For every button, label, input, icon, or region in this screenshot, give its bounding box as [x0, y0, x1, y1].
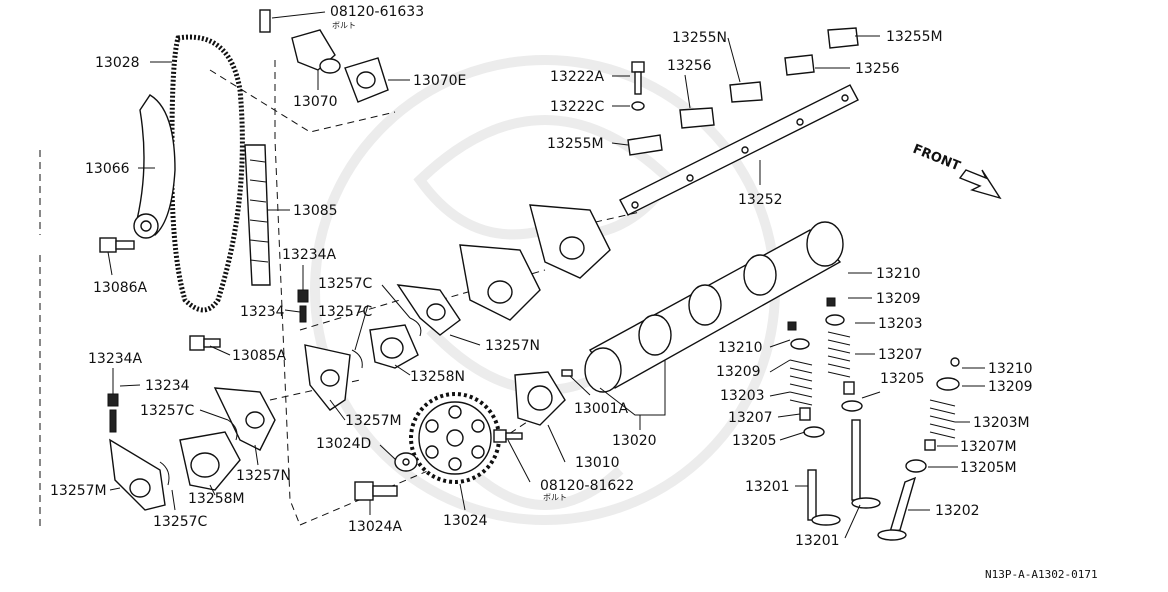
label-13024: 13024 — [443, 513, 488, 529]
label-08120-81622-sub: ボルト — [543, 493, 567, 502]
front-direction-arrow: FRONT — [911, 142, 1002, 200]
label-13258N: 13258N — [410, 369, 465, 385]
front-label: FRONT — [911, 142, 963, 175]
label-13252: 13252 — [738, 192, 783, 208]
adjuster-13234A-2 — [107, 393, 119, 433]
label-13256-2: 13256 — [855, 61, 900, 77]
label-13205M: 13205M — [960, 460, 1017, 476]
label-08120-81622: 08120-81622 — [540, 478, 634, 494]
label-13203-2: 13203 — [720, 388, 765, 404]
label-13258M: 13258M — [188, 491, 245, 507]
tensioner-13070 — [259, 9, 341, 74]
label-13201-1: 13201 — [745, 479, 790, 495]
label-13209-3: 13209 — [988, 379, 1033, 395]
bolt-08120-81622 — [493, 429, 523, 443]
label-13001A: 13001A — [574, 401, 629, 417]
label-13024A: 13024A — [348, 519, 403, 535]
label-13203M: 13203M — [973, 415, 1030, 431]
label-13257N-1: 13257N — [485, 338, 540, 354]
label-13086A: 13086A — [93, 280, 148, 296]
rocker-arm-13257M-2 — [304, 344, 351, 411]
rocker-arm-stack-upper — [459, 204, 611, 321]
label-13202: 13202 — [935, 503, 980, 519]
label-13210-1: 13210 — [876, 266, 921, 282]
label-13020: 13020 — [612, 433, 657, 449]
label-13257M-1: 13257M — [345, 413, 402, 429]
washer-13222C — [631, 101, 645, 111]
label-13085A: 13085A — [232, 348, 287, 364]
part-labels: 08120-61633 ボルト 13028 13070 13070E 13066… — [50, 4, 1033, 549]
label-13257C-4: 13257C — [153, 514, 208, 530]
rocker-arm-13257M-1 — [109, 438, 166, 511]
label-13205-1: 13205 — [880, 371, 925, 387]
label-13234A-1: 13234A — [282, 247, 337, 263]
label-13209-2: 13209 — [716, 364, 761, 380]
label-13203-1: 13203 — [878, 316, 923, 332]
label-13234-1: 13234 — [240, 304, 285, 320]
brackets-13255-13256 — [627, 27, 859, 156]
label-13028: 13028 — [95, 55, 140, 71]
label-13201-2: 13201 — [795, 533, 840, 549]
label-08120-61633-sub: ボルト — [332, 21, 356, 30]
rocker-arm-13257N-1 — [213, 387, 276, 451]
bolt-13085A — [189, 335, 221, 351]
label-13257C-2: 13257C — [318, 304, 373, 320]
rocker-arm-13258M — [179, 431, 241, 491]
washer-13024D — [394, 452, 418, 472]
label-13257N-2: 13257N — [236, 468, 291, 484]
rocker-arm-13258N — [369, 324, 419, 369]
adjuster-13234A-1 — [297, 289, 309, 323]
bolt-13024A — [354, 481, 398, 501]
valve-assembly-1 — [787, 321, 841, 526]
label-13210-2: 13210 — [718, 340, 763, 356]
label-13066: 13066 — [85, 161, 130, 177]
chain-slider-13085 — [244, 144, 271, 286]
label-13222C: 13222C — [550, 99, 605, 115]
label-13234A-2: 13234A — [88, 351, 143, 367]
label-13257M-2: 13257M — [50, 483, 107, 499]
camshaft-13020 — [584, 221, 844, 393]
timing-chain — [169, 34, 245, 313]
bolt-13086A — [99, 237, 135, 253]
label-13070: 13070 — [293, 94, 338, 110]
clips-13257C — [159, 317, 422, 486]
label-13222A: 13222A — [550, 69, 605, 85]
label-13070E: 13070E — [413, 73, 466, 89]
label-13010: 13010 — [575, 455, 620, 471]
label-13205-2: 13205 — [732, 433, 777, 449]
label-13255M-1: 13255M — [547, 136, 604, 152]
label-13207-1: 13207 — [878, 347, 923, 363]
label-13210-3: 13210 — [988, 361, 1033, 377]
chain-guide-13066 — [133, 94, 176, 239]
rocker-shaft-13252 — [619, 84, 859, 216]
label-13256-1: 13256 — [667, 58, 712, 74]
label-13024D: 13024D — [316, 436, 371, 452]
label-08120-61633: 08120-61633 — [330, 4, 424, 20]
diagram-code: N13P-A-A1302-0171 — [985, 568, 1098, 581]
gasket-13070E — [344, 57, 389, 103]
label-13209-1: 13209 — [876, 291, 921, 307]
label-13234-2: 13234 — [145, 378, 190, 394]
label-13255M-2: 13255M — [886, 29, 943, 45]
rocker-arm-13257N-2 — [396, 284, 461, 336]
label-13207-2: 13207 — [728, 410, 773, 426]
label-13257C-3: 13257C — [140, 403, 195, 419]
label-13207M: 13207M — [960, 439, 1017, 455]
cam-sprocket-13024 — [409, 392, 501, 484]
label-13085: 13085 — [293, 203, 338, 219]
valve-assembly-3 — [877, 357, 960, 541]
bolt-13222A — [631, 61, 645, 95]
valve-assembly-2 — [825, 297, 881, 509]
label-13257C-1: 13257C — [318, 276, 373, 292]
leader-lines — [107, 11, 985, 539]
thrust-plate-13010 — [514, 371, 566, 426]
label-13255N: 13255N — [672, 30, 727, 46]
pin-13001A — [561, 369, 573, 377]
